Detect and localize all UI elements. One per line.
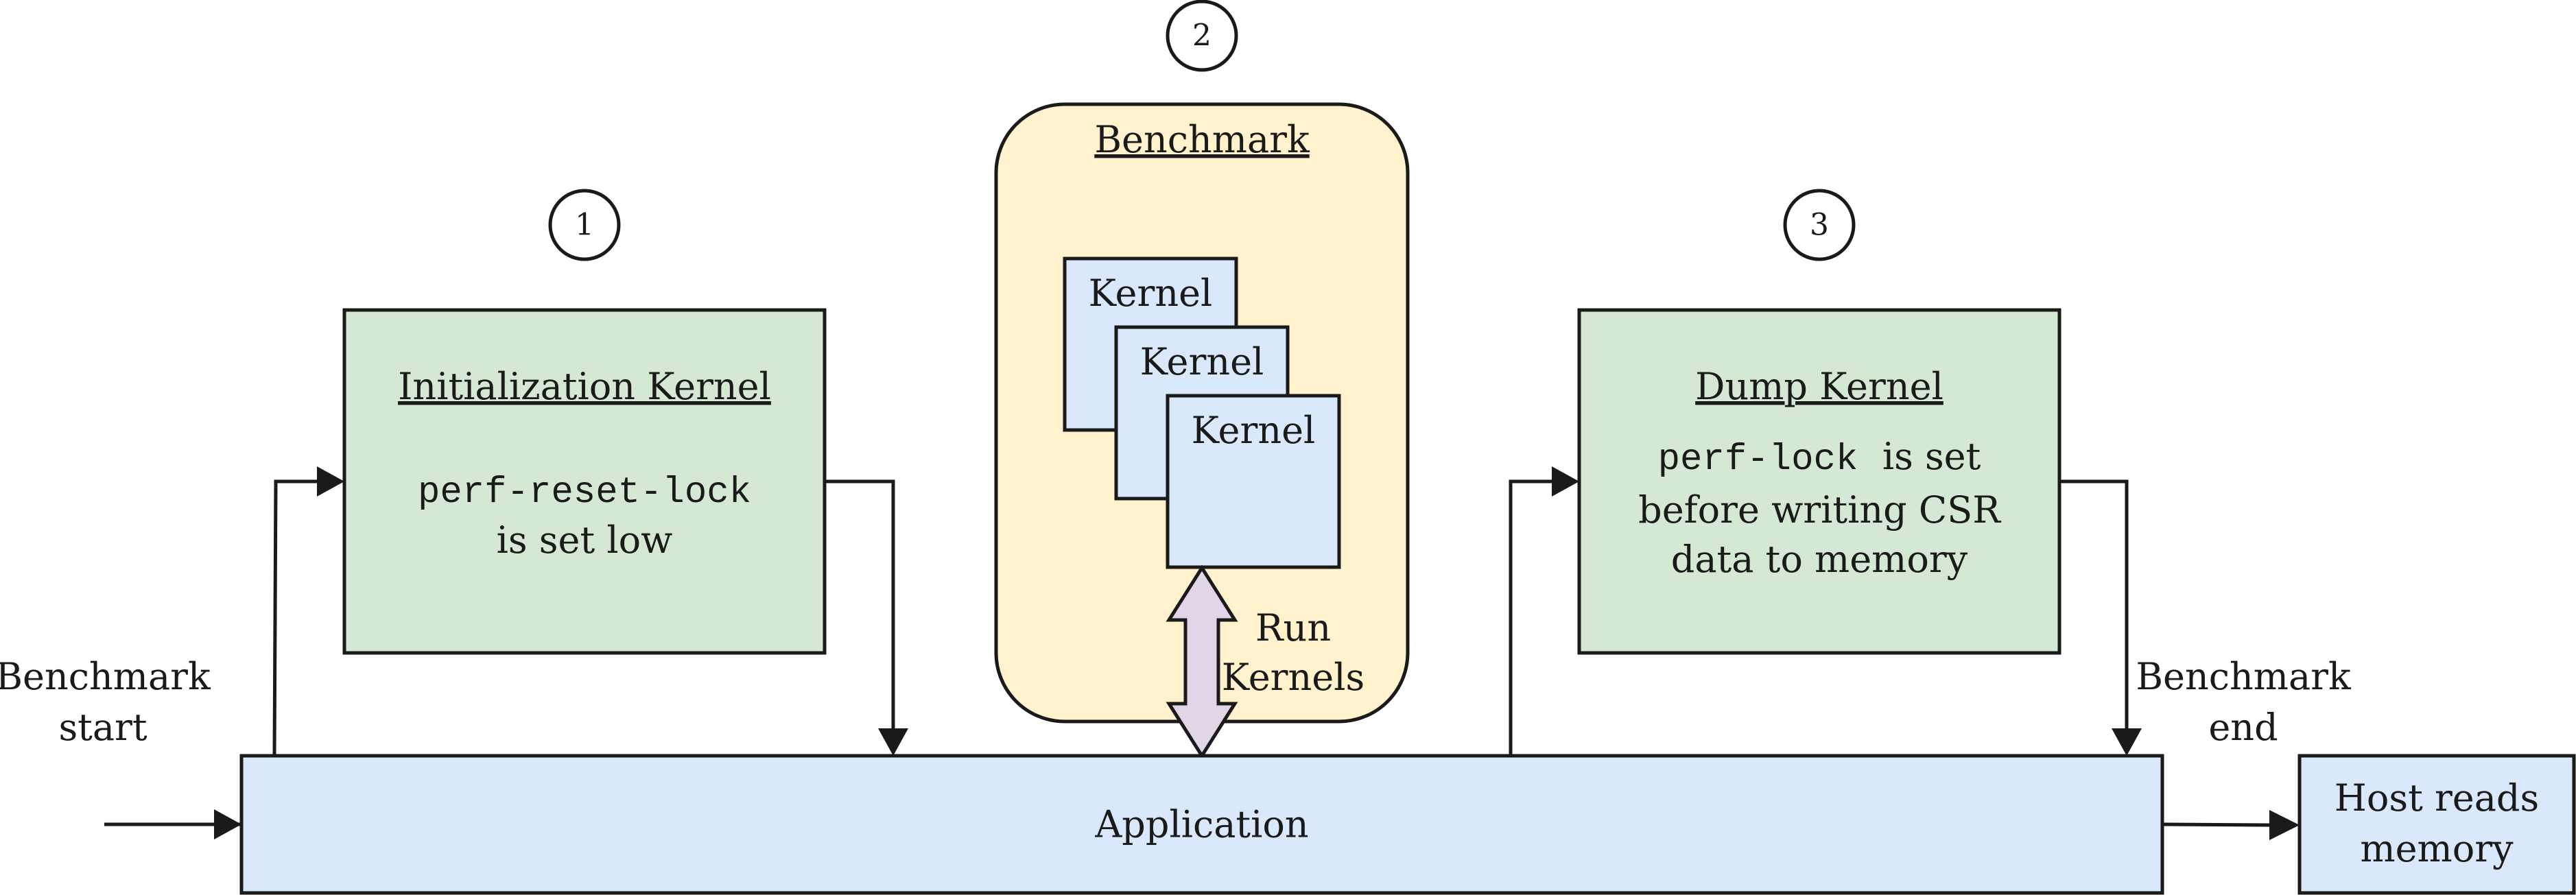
dump-to-app-arrow (2059, 479, 2129, 730)
dump-kernel-line-2: before writing CSR (1638, 488, 2001, 532)
start-arrow-head (214, 809, 241, 839)
step-2-label: 2 (1192, 19, 1212, 53)
step-2-marker: 2 (1166, 0, 1238, 72)
connectors (104, 466, 2300, 840)
application-label: Application (1094, 803, 1308, 846)
step-3-label: 3 (1810, 208, 1829, 243)
step-3-marker: 3 (1783, 189, 1856, 261)
app-to-init-arrow-head (317, 466, 344, 497)
app-to-host-arrow-head (2269, 810, 2300, 840)
dump-kernel-title: Dump Kernel (1695, 365, 1943, 408)
benchmark-title: Benchmark (1094, 118, 1310, 161)
init-kernel-title: Initialization Kernel (398, 365, 771, 408)
init-kernel-code: perf-reset-lock (418, 472, 751, 514)
benchmark-end-label-1: Benchmark (2136, 655, 2352, 698)
host-label-line-1: Host reads (2335, 776, 2539, 820)
kernel-card-3: Kernel (1166, 394, 1341, 569)
benchmark-box: Benchmark Kernel Kernel Kernel Run Kerne… (994, 102, 1410, 759)
benchmark-start-label-1: Benchmark (0, 655, 211, 698)
dump-kernel-line-1: perf-lock is set (1658, 435, 1981, 481)
benchmark-end-label-2: end (2208, 706, 2278, 749)
host-box: Host reads memory (2297, 754, 2576, 895)
init-to-app-arrow-head (878, 728, 908, 756)
app-to-host-arrow (2162, 822, 2271, 827)
application-box: Application (239, 754, 2164, 895)
kernel-card-1-label: Kernel (1089, 272, 1213, 315)
kernel-card-3-label: Kernel (1192, 409, 1316, 452)
app-to-dump-arrow-head (1552, 466, 1579, 497)
benchmark-start-label-2: start (58, 706, 147, 749)
run-label-line-1: Run (1255, 606, 1331, 649)
run-label-line-2: Kernels (1222, 656, 1364, 699)
init-kernel-box: Initialization Kernel perf-reset-lock is… (342, 308, 827, 655)
init-kernel-text: is set low (497, 518, 673, 562)
dump-kernel-code: perf-lock (1658, 439, 1858, 481)
init-to-app-arrow (825, 479, 895, 730)
dump-to-app-arrow-head (2112, 728, 2142, 756)
app-to-dump-arrow (1509, 479, 1552, 756)
dump-kernel-text-1: is set (1882, 435, 1981, 478)
app-to-init-arrow (272, 479, 317, 757)
dump-kernel-line-3: data to memory (1671, 538, 1968, 581)
step-1-label: 1 (575, 208, 594, 243)
host-label-line-2: memory (2360, 827, 2514, 870)
step-1-marker: 1 (548, 189, 621, 261)
kernel-card-2-label: Kernel (1140, 340, 1264, 383)
dump-kernel-box: Dump Kernel perf-lock is set before writ… (1577, 308, 2061, 655)
